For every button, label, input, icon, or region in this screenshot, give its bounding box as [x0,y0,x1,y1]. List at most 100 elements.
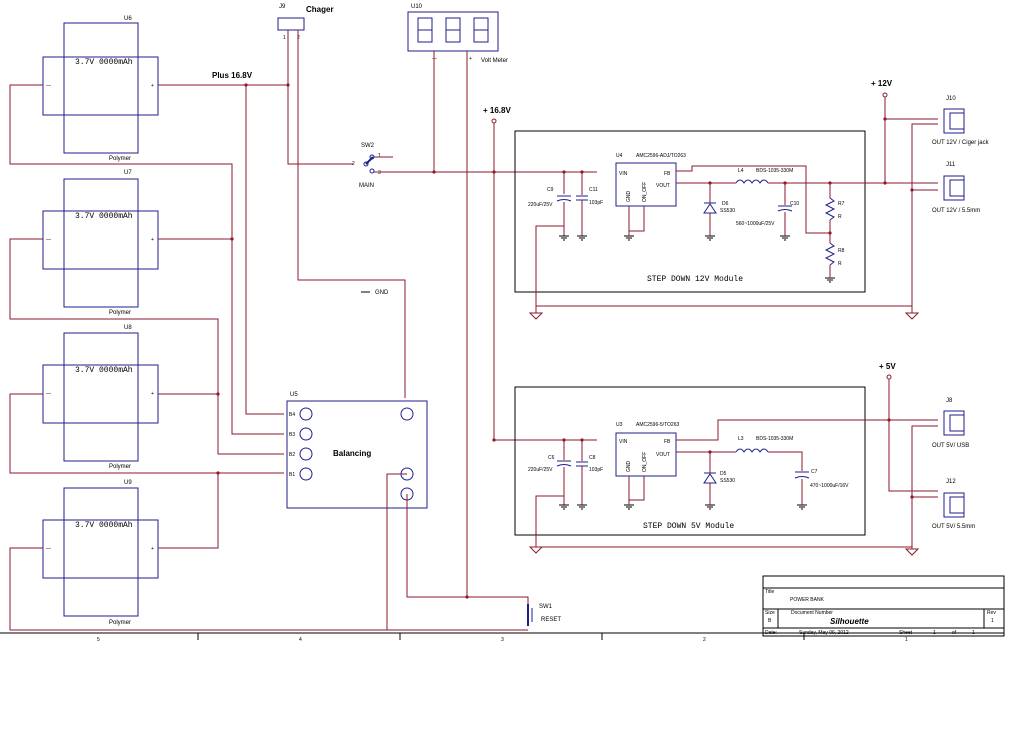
rail-16v8-label: + 16.8V [483,106,511,115]
battery-type: Polymer [109,464,131,470]
rail-12v: + 12V [871,79,938,306]
diode-ref: D5 [720,471,727,477]
reset-label: RESET [541,617,561,623]
voltmeter-ref: U10 [411,4,423,10]
rail-5v-label: + 5V [879,362,896,371]
charger-label: Chager [306,5,334,14]
battery-type: Polymer [109,156,131,162]
charger-ref: J9 [279,4,286,10]
svg-text:—: — [46,391,51,397]
ind-ref: L4 [738,168,744,174]
diode-val: SS530 [720,478,735,484]
title-header: Title [765,589,774,595]
switch-ref: SW2 [361,143,375,149]
battery-ref: U7 [124,170,132,176]
output-ref: J11 [946,162,956,168]
pin-gnd: GND [626,461,632,473]
battery-label: 3.7V 0000mAh [75,521,133,530]
voltmeter-u10: U10 —+ Volt Meter [407,4,508,597]
svg-text:3: 3 [378,170,381,176]
zone-label: 1 [905,637,908,643]
output-j8: J8 OUT 5V/ USB [932,398,969,449]
battery-ref: U8 [124,325,132,331]
output-label: OUT 5V/ USB [932,443,969,449]
sheet-header: Sheet [899,630,913,636]
output-label: OUT 12V / Ciger jack [932,140,990,146]
diode-val: SS530 [720,208,735,214]
balancer-u5: U5 B4 B3 B2 B1 Balancing [286,392,529,630]
pin-vout: VOUT [656,183,670,189]
docnum-header: Document Number [791,610,833,616]
battery-u7: U7 3.7V 0000mAh —+ Polymer [42,170,159,316]
output-j12: J12 OUT 5V/ 5.5mm [932,479,975,530]
pin-vout: VOUT [656,452,670,458]
output-j10: J10 OUT 12V / Ciger jack [932,96,990,146]
cap-out-ref: C10 [790,201,799,207]
r1-ref: R7 [838,201,845,207]
battery-u6: U6 3.7V 0000mAh —+ Polymer [42,16,159,162]
main-switch-sw2: SW2 2 3 1 MAIN [352,143,597,189]
rev-header: Rev [987,610,996,616]
title-block: Title POWER BANK Size B Document Number … [762,575,1005,637]
gnd-label: GND [375,290,389,296]
output-label: OUT 12V / 5.5mm [932,208,980,214]
reset-switch-sw1: SW1 RESET [465,595,561,626]
zone-label: 4 [299,637,302,643]
net-plus-label: Plus 16.8V [212,71,253,80]
cap-out-val: 470~1000uF/16V [810,483,849,489]
svg-text:1: 1 [378,153,381,159]
battery-ref: U9 [124,480,132,486]
sheet-value: 1 [933,630,936,636]
pin-fb: FB [664,171,671,177]
output-ref: J12 [946,479,956,485]
r2-val: R [838,261,842,267]
pin-gnd: GND [626,191,632,203]
module-5v: STEP DOWN 5V Module U3 AMC2596-5/TO263 V… [514,386,938,556]
voltmeter-label: Volt Meter [481,58,508,64]
ic-ref: U3 [616,422,623,428]
svg-text:+: + [151,391,154,397]
module-12v-title: STEP DOWN 12V Module [647,275,743,284]
cap-hf-ref: C11 [589,187,598,193]
cap-out-val: 560~1000uF/25V [736,221,775,227]
output-ref: J10 [946,96,956,102]
battery-u8: U8 3.7V 0000mAh —+ Polymer [42,325,159,470]
date-value: Sunday, May 06, 2012 [799,630,849,636]
balancer-pin: B1 [289,472,295,478]
sheet-total: 1 [972,630,975,636]
balancer-ref: U5 [290,392,298,398]
diode-ref: D6 [722,201,729,207]
zone-label: 5 [97,637,100,643]
svg-text:+: + [151,546,154,552]
svg-text:—: — [46,83,51,89]
reset-ref: SW1 [539,604,553,610]
ic-part: AMC2596-5/TO263 [636,422,679,428]
ind-ref: L3 [738,436,744,442]
svg-text:1: 1 [283,35,286,41]
sheet-border: 5 4 3 2 1 [0,632,1004,643]
switch-label: MAIN [359,183,374,189]
ind-val: BDS-1035-330M [756,436,793,442]
docnum-value: Silhouette [830,617,869,626]
battery-type: Polymer [109,310,131,316]
r2-ref: R8 [838,248,845,254]
battery-ref: U6 [124,16,132,22]
rail-5v: + 5V [879,362,938,549]
cap-in-val: 220uF/25V [528,467,553,473]
balancer-pin: B2 [289,452,295,458]
svg-text:+: + [151,237,154,243]
pin-onoff: ON_OFF [642,452,648,472]
gnd-legend: GND [361,290,389,296]
cap-in-val: 220uF/25V [528,202,553,208]
output-j11: J11 OUT 12V / 5.5mm [932,162,980,214]
rail-16v8: + 16.8V [483,106,597,442]
battery-label: 3.7V 0000mAh [75,58,133,67]
rev-value: 1 [991,618,994,624]
cap-in-ref: C6 [548,455,555,461]
pin-vin: VIN [619,171,628,177]
balancer-pin: B3 [289,432,295,438]
balancer-label: Balancing [333,449,371,458]
rail-12v-label: + 12V [871,79,893,88]
